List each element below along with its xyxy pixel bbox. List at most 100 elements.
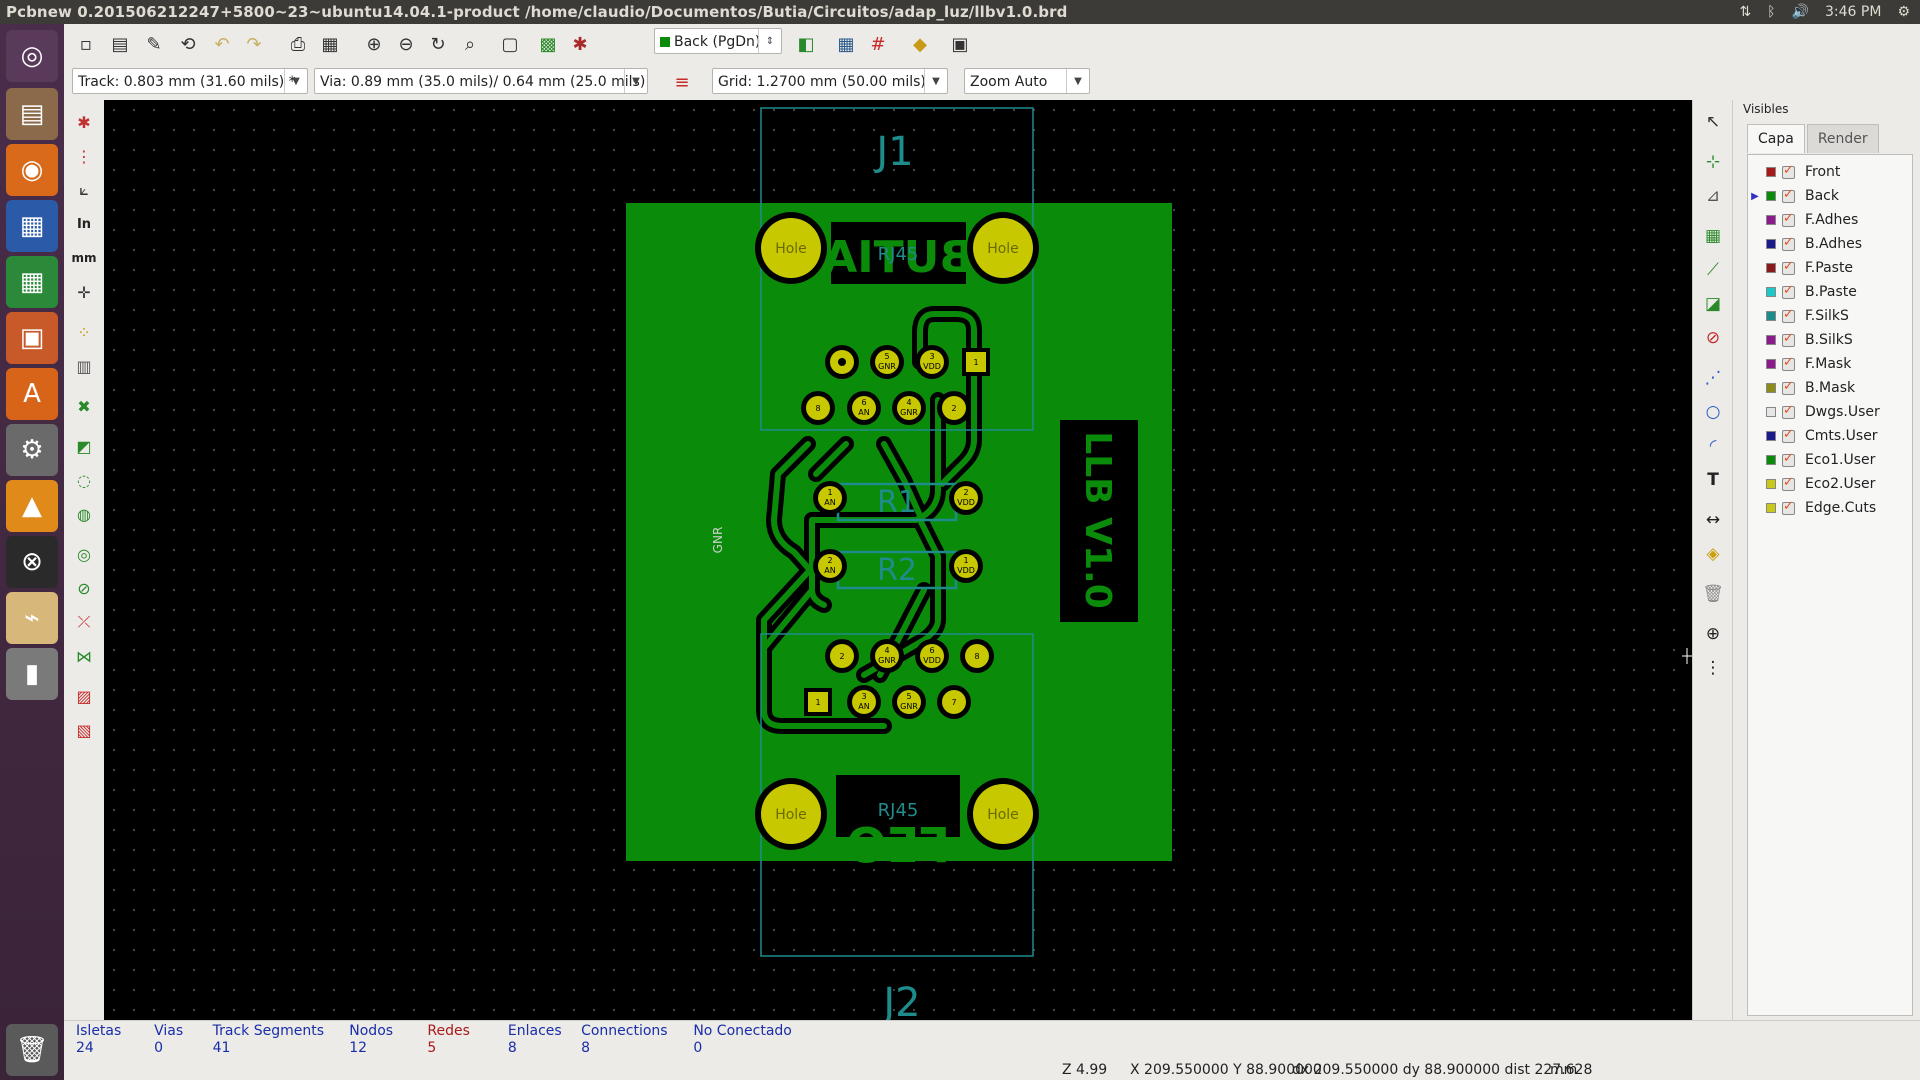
layer-row-cmts-user[interactable]: Cmts.User: [1748, 425, 1912, 447]
pcb-canvas[interactable]: BUTIA LEO LLB V1.0 J1 J2 RJ45 RJ45 GNR R…: [104, 100, 1692, 1020]
layer-visible-checkbox[interactable]: [1782, 475, 1795, 491]
add-line-icon[interactable]: ⋰: [1704, 368, 1722, 388]
settings-icon[interactable]: ⚙: [6, 424, 58, 476]
trash-icon[interactable]: 🗑: [6, 1024, 58, 1076]
zoom-fit-icon[interactable]: ⌕: [464, 33, 476, 55]
zone-outline-icon[interactable]: ◌: [77, 470, 91, 490]
page-settings-icon[interactable]: ✎: [146, 33, 162, 55]
grid-select[interactable]: Grid: 1.2700 mm (50.00 mils) ▼: [712, 68, 948, 94]
tab-render[interactable]: Render: [1806, 124, 1879, 153]
open-board-icon[interactable]: ▤: [111, 33, 129, 55]
set-origin-icon[interactable]: ⊕: [1705, 624, 1721, 644]
high-contrast-icon[interactable]: ⋈: [76, 646, 92, 666]
zone-fill-icon[interactable]: ◩: [76, 436, 92, 456]
save-board-icon[interactable]: ⟲: [180, 33, 196, 55]
layer-pair-icon[interactable]: ◧: [797, 33, 815, 55]
print-icon[interactable]: ⎙: [290, 33, 306, 55]
layer-visible-checkbox[interactable]: [1782, 331, 1795, 347]
layer-row-back[interactable]: ▶Back: [1748, 185, 1912, 207]
grid-toggle-icon[interactable]: ⋮: [76, 146, 92, 166]
units-inch-icon[interactable]: In: [76, 216, 92, 232]
layer-select[interactable]: Back (PgDn) ⇕: [654, 28, 782, 54]
layer-color-swatch[interactable]: [1766, 407, 1776, 417]
mode-track-icon[interactable]: #: [870, 33, 886, 55]
layer-color-swatch[interactable]: [1766, 287, 1776, 297]
track-sketch-icon[interactable]: ⤫: [77, 612, 91, 631]
files-icon[interactable]: ▤: [6, 88, 58, 140]
impress-icon[interactable]: ▣: [6, 312, 58, 364]
new-board-icon[interactable]: ▫: [79, 33, 93, 55]
grid-origin-icon[interactable]: ⋮: [1704, 658, 1722, 678]
layer-visible-checkbox[interactable]: [1782, 427, 1795, 443]
vlc-icon[interactable]: ▲: [6, 480, 58, 532]
add-footprint-icon[interactable]: ▦: [1704, 226, 1722, 246]
add-zone-icon[interactable]: ◪: [1704, 294, 1722, 314]
add-dimension-icon[interactable]: ↔: [1705, 510, 1721, 530]
layer-color-swatch[interactable]: [1766, 455, 1776, 465]
clock[interactable]: 3:46 PM: [1825, 4, 1882, 20]
units-mm-icon[interactable]: mm: [71, 251, 97, 265]
kicad-icon[interactable]: ⌁: [6, 592, 58, 644]
highlight-net-icon[interactable]: ⊹: [1705, 152, 1721, 172]
microwave-tools-icon[interactable]: ▨: [76, 686, 92, 706]
layers-manager-icon[interactable]: ▧: [76, 720, 92, 740]
layer-visible-checkbox[interactable]: [1782, 403, 1795, 419]
layer-row-b-paste[interactable]: B.Paste: [1748, 281, 1912, 303]
pad-sketch-icon[interactable]: ◎: [77, 544, 91, 564]
network-icon[interactable]: ⇅: [1739, 4, 1752, 20]
add-keepout-icon[interactable]: ⊘: [1705, 328, 1721, 348]
layer-row-f-mask[interactable]: F.Mask: [1748, 353, 1912, 375]
volume-icon[interactable]: 🔊: [1791, 4, 1810, 20]
dash-icon[interactable]: ◎: [6, 30, 58, 82]
layer-color-swatch[interactable]: [1766, 263, 1776, 273]
redraw-icon[interactable]: ↻: [430, 33, 446, 55]
layer-row-b-adhes[interactable]: B.Adhes: [1748, 233, 1912, 255]
redo-icon[interactable]: ↷: [246, 33, 262, 55]
layer-visible-checkbox[interactable]: [1782, 379, 1795, 395]
calc-icon[interactable]: ▦: [6, 256, 58, 308]
via-size-select[interactable]: Via: 0.89 mm (35.0 mils)/ 0.64 mm (25.0 …: [314, 68, 648, 94]
undo-icon[interactable]: ↶: [214, 33, 230, 55]
writer-icon[interactable]: ▦: [6, 200, 58, 252]
zone-sketch-icon[interactable]: ◍: [77, 504, 91, 524]
layer-row-b-silks[interactable]: B.SilkS: [1748, 329, 1912, 351]
freeroute-icon[interactable]: ◆: [913, 33, 927, 55]
layer-color-swatch[interactable]: [1766, 479, 1776, 489]
layer-color-swatch[interactable]: [1766, 431, 1776, 441]
bluetooth-icon[interactable]: ᛒ: [1767, 4, 1776, 20]
drc-icon[interactable]: ✱: [572, 33, 588, 55]
layer-color-swatch[interactable]: [1766, 359, 1776, 369]
software-center-icon[interactable]: A: [6, 368, 58, 420]
cursor-shape-icon[interactable]: ✛: [77, 282, 91, 302]
tab-capa[interactable]: Capa: [1747, 124, 1805, 153]
layer-row-b-mask[interactable]: B.Mask: [1748, 377, 1912, 399]
zoom-select[interactable]: Zoom Auto ▼: [964, 68, 1090, 94]
zoom-in-icon[interactable]: ⊕: [366, 33, 382, 55]
polar-coords-icon[interactable]: ⟀: [79, 180, 89, 199]
scripting-console-icon[interactable]: ▣: [951, 33, 969, 55]
layer-row-eco1-user[interactable]: Eco1.User: [1748, 449, 1912, 471]
layer-color-swatch[interactable]: [1766, 311, 1776, 321]
plot-icon[interactable]: ▦: [321, 33, 339, 55]
add-arc-icon[interactable]: ◜: [1709, 436, 1717, 456]
layer-row-edge-cuts[interactable]: Edge.Cuts: [1748, 497, 1912, 519]
netlist-icon[interactable]: ▩: [539, 33, 557, 55]
layer-color-swatch[interactable]: [1766, 335, 1776, 345]
usb-drive-icon[interactable]: ▮: [6, 648, 58, 700]
power-icon[interactable]: ⚙: [1897, 4, 1910, 20]
layer-visible-checkbox[interactable]: [1782, 259, 1795, 275]
add-target-icon[interactable]: ◈: [1706, 544, 1720, 564]
layer-color-swatch[interactable]: [1766, 167, 1776, 177]
layer-row-f-adhes[interactable]: F.Adhes: [1748, 209, 1912, 231]
find-icon[interactable]: ▢: [501, 33, 519, 55]
layer-visible-checkbox[interactable]: [1782, 307, 1795, 323]
layer-visible-checkbox[interactable]: [1782, 187, 1795, 203]
local-ratsnest-icon[interactable]: ⊿: [1705, 186, 1721, 206]
layer-row-front[interactable]: Front: [1748, 161, 1912, 183]
layer-row-dwgs-user[interactable]: Dwgs.User: [1748, 401, 1912, 423]
layer-visible-checkbox[interactable]: [1782, 211, 1795, 227]
layer-color-swatch[interactable]: [1766, 239, 1776, 249]
show-ratsnest-icon[interactable]: ⁘: [77, 322, 91, 342]
layer-visible-checkbox[interactable]: [1782, 451, 1795, 467]
auto-track-width-icon[interactable]: ≡: [674, 71, 690, 93]
